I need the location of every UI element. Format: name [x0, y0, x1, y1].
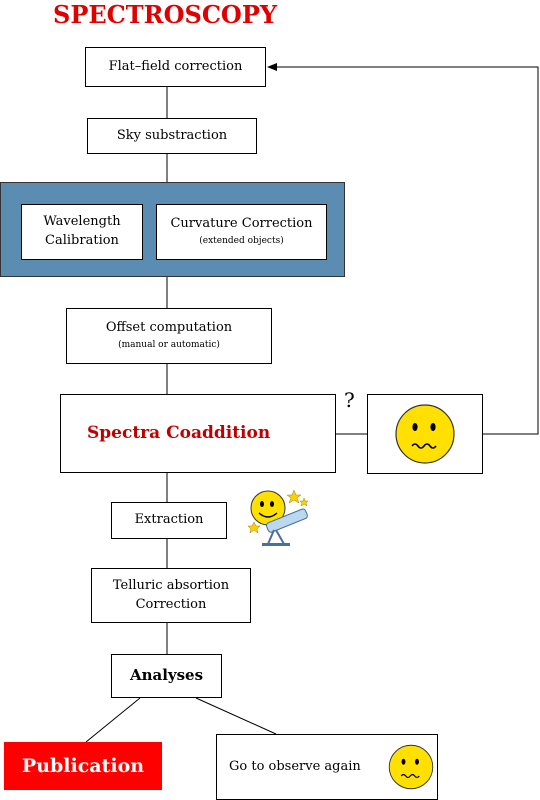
question-mark: ?: [344, 388, 355, 412]
extraction-label: Extraction: [134, 512, 204, 528]
sky-step: Sky substraction: [87, 118, 257, 154]
wavelength-label-line1: Wavelength: [43, 214, 121, 230]
telluric-label-line1: Telluric absortion: [112, 577, 230, 593]
flat-field-step: Flat–field correction: [85, 47, 266, 87]
worried-face-icon: [388, 744, 433, 790]
analyses-label: Analyses: [129, 666, 204, 685]
telluric-step: Telluric absortion Correction: [91, 568, 251, 623]
coaddition-label: Spectra Coaddition: [87, 423, 271, 444]
curvature-note: (extended objects): [199, 236, 284, 247]
flat-field-label: Flat–field correction: [108, 58, 243, 74]
page-title: SPECTROSCOPY: [53, 0, 278, 29]
analyses-step: Analyses: [111, 654, 222, 698]
extraction-step: Extraction: [111, 502, 227, 539]
telluric-label-line2: Correction: [135, 596, 207, 612]
observe-again-label: Go to observe again: [229, 758, 361, 774]
publication-box: Publication: [4, 742, 162, 790]
observe-again-box: Go to observe again: [216, 734, 438, 800]
worried-check-box: [367, 394, 483, 474]
curvature-label: Curvature Correction: [170, 216, 313, 232]
coaddition-step: Spectra Coaddition: [60, 394, 336, 473]
wavelength-step: Wavelength Calibration: [21, 204, 143, 260]
offset-label: Offset computation: [105, 320, 233, 336]
worried-face-icon: [395, 404, 455, 464]
sky-label: Sky substraction: [116, 127, 228, 143]
publication-label: Publication: [21, 755, 145, 777]
smiley-telescope-icon: [247, 489, 309, 546]
offset-step: Offset computation (manual or automatic): [66, 308, 272, 364]
curvature-step: Curvature Correction (extended objects): [156, 204, 327, 260]
offset-note: (manual or automatic): [118, 340, 220, 351]
wavelength-label-line2: Calibration: [45, 233, 119, 248]
